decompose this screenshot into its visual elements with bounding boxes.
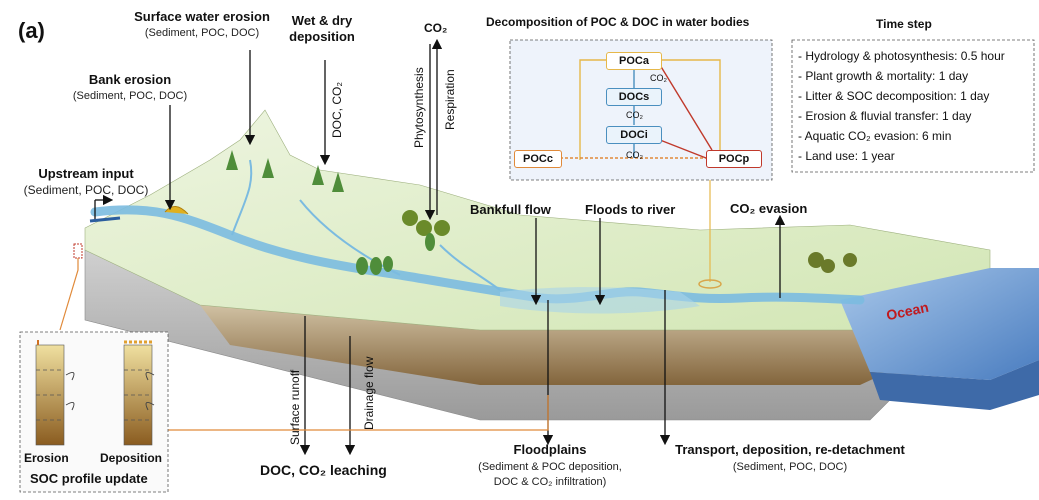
surface-water-erosion-sub: (Sediment, POC, DOC) — [144, 27, 260, 39]
time-step-item: - Aquatic CO₂ evasion: 6 min — [798, 129, 952, 143]
soil-layer — [200, 300, 990, 385]
ocean-side — [870, 360, 1039, 410]
wet-dry-label-2: deposition — [289, 29, 355, 44]
land-surface — [84, 109, 991, 331]
respiration-label: Respiration — [443, 69, 457, 130]
floodplains-label: Floodplains — [513, 442, 587, 457]
node-poca: POCa — [606, 52, 662, 70]
tributary-1 — [231, 159, 253, 236]
doc-co2-leaching-label: DOC, CO₂ leaching — [260, 462, 387, 478]
co2-label-1: CO₂ — [650, 73, 667, 83]
node-pocc: POCc — [514, 150, 562, 168]
time-step-title: Time step — [876, 17, 932, 31]
floods-to-river-label: Floods to river — [585, 202, 676, 217]
node-docs: DOCs — [606, 88, 662, 106]
ocean — [840, 268, 1039, 380]
erosion-label: Erosion — [24, 451, 69, 465]
time-step-item: - Land use: 1 year — [798, 149, 895, 163]
floodplains-sub-2: DOC & CO₂ infiltration) — [493, 476, 607, 488]
co2-label-2: CO₂ — [626, 110, 643, 120]
time-step-item: - Erosion & fluvial transfer: 1 day — [798, 109, 972, 123]
co2-top-label: CO₂ — [424, 21, 448, 35]
transport-sub: (Sediment, POC, DOC) — [732, 461, 848, 473]
trees — [226, 150, 857, 275]
deposition-label: Deposition — [100, 451, 162, 465]
orange-link-update — [155, 395, 549, 435]
photosynthesis-label: Phytosynthesis — [412, 67, 426, 148]
time-step-list: - Hydrology & photosynthesis: 0.5 hour -… — [798, 46, 1005, 166]
panel-label: (a) — [18, 18, 45, 43]
bank-erosion-label: Bank erosion — [88, 72, 172, 87]
time-step-item: - Plant growth & mortality: 1 day — [798, 69, 969, 83]
floodplains-sub-1: (Sediment & POC deposition, — [478, 461, 622, 473]
co2-evasion-label: CO₂ evasion — [730, 201, 808, 216]
time-step-box — [791, 39, 1035, 173]
transport-label: Transport, deposition, re-detachment — [675, 442, 905, 457]
upstream-input-sub: (Sediment, POC, DOC) — [23, 183, 149, 197]
bankfull-flow-label: Bankfull flow — [470, 202, 551, 217]
tributary-3 — [439, 244, 501, 291]
surface-water-erosion-label: Surface water erosion — [134, 9, 270, 24]
soc-profile-update-label: SOC profile update — [30, 471, 148, 486]
co2-label-3: CO₂ — [626, 150, 643, 160]
bank-erosion-sub: (Sediment, POC, DOC) — [72, 90, 188, 102]
ring-marker — [698, 279, 722, 289]
drainage-flow-label: Drainage flow — [362, 356, 376, 430]
node-pocp: POCp — [706, 150, 762, 168]
decomposition-title: Decomposition of POC & DOC in water bodi… — [486, 15, 750, 29]
upstream-input-label: Upstream input — [38, 166, 134, 181]
wet-dry-label-1: Wet & dry — [291, 13, 353, 28]
orange-link-profile — [59, 258, 79, 331]
time-step-item: - Hydrology & photosynthesis: 0.5 hour — [798, 49, 1005, 63]
doc-co2-vertical-label: DOC, CO₂ — [330, 82, 344, 138]
profile-sample-box — [73, 243, 83, 259]
node-doci: DOCi — [606, 126, 662, 144]
upstream-arrow — [89, 216, 121, 223]
time-step-item: - Litter & SOC decomposition: 1 day — [798, 89, 990, 103]
surface-runoff-label: Surface runoff — [288, 369, 302, 445]
